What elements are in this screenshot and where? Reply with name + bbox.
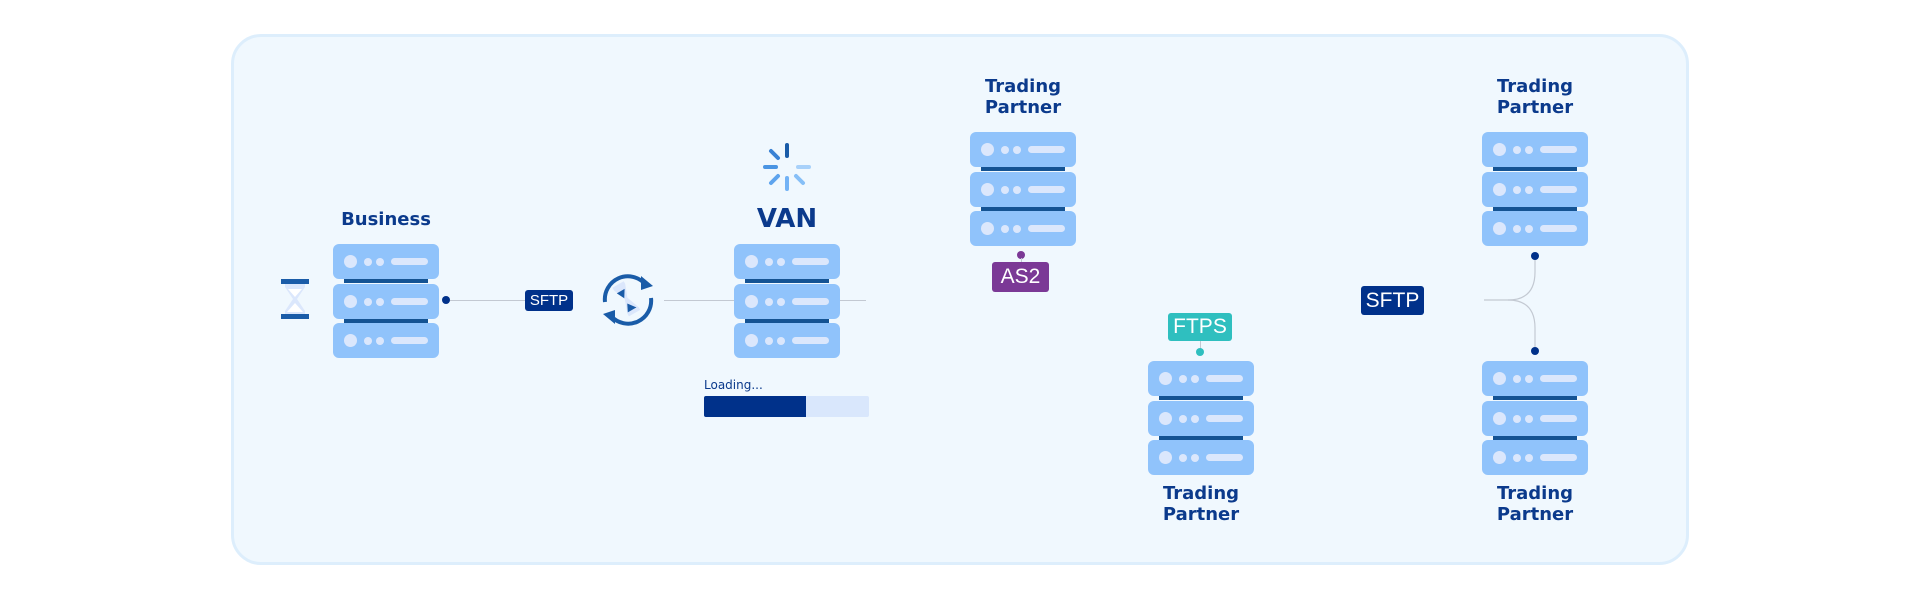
label-line: Trading — [1496, 483, 1574, 504]
sftp-badge-split: SFTP — [1361, 286, 1424, 315]
partner-as2-server[interactable] — [970, 132, 1076, 246]
partner-sftp-top-server[interactable] — [1482, 132, 1588, 246]
sftp-top-dot — [1531, 252, 1539, 260]
label-line: Trading — [1162, 483, 1240, 504]
business-label: Business — [341, 209, 431, 230]
van-progress-bar — [704, 396, 869, 417]
partner-sftp-top-label: Trading Partner — [1482, 76, 1588, 118]
diagram-panel — [231, 34, 1689, 565]
label-line: Partner — [1162, 504, 1240, 525]
label-line: Trading — [1496, 76, 1574, 97]
business-link-line — [450, 300, 526, 301]
label-line: Partner — [1496, 97, 1574, 118]
sftp-badge-business: SFTP — [525, 290, 573, 311]
hourglass-icon — [281, 279, 309, 319]
van-label: VAN — [756, 204, 818, 234]
label-line: Trading — [984, 76, 1062, 97]
sftp-bottom-dot — [1531, 347, 1539, 355]
spinner-icon — [763, 143, 811, 191]
ftps-connector-line — [1200, 341, 1201, 349]
partner-ftps-server[interactable] — [1148, 361, 1254, 475]
loading-status: Loading... — [704, 378, 763, 392]
ftps-connector-dot — [1196, 348, 1204, 356]
partner-sftp-bottom-label: Trading Partner — [1482, 483, 1588, 525]
as2-badge: AS2 — [992, 262, 1049, 292]
van-link-line-left — [664, 300, 734, 301]
as2-connector-dot — [1017, 251, 1025, 259]
sync-hourglass-icon[interactable] — [597, 270, 659, 330]
progress-fill — [704, 396, 807, 417]
label-line: Partner — [1496, 504, 1574, 525]
business-connector-dot — [442, 296, 450, 304]
partner-sftp-bottom-server[interactable] — [1482, 361, 1588, 475]
van-server[interactable] — [734, 244, 840, 358]
as2-connector-line — [1021, 258, 1022, 263]
split-connector-lines — [1484, 256, 1536, 352]
ftps-badge: FTPS — [1168, 313, 1232, 341]
partner-ftps-label: Trading Partner — [1148, 483, 1254, 525]
van-link-line-right — [840, 300, 866, 301]
business-server[interactable] — [333, 244, 439, 358]
partner-as2-label: Trading Partner — [970, 76, 1076, 118]
label-line: Partner — [984, 97, 1062, 118]
